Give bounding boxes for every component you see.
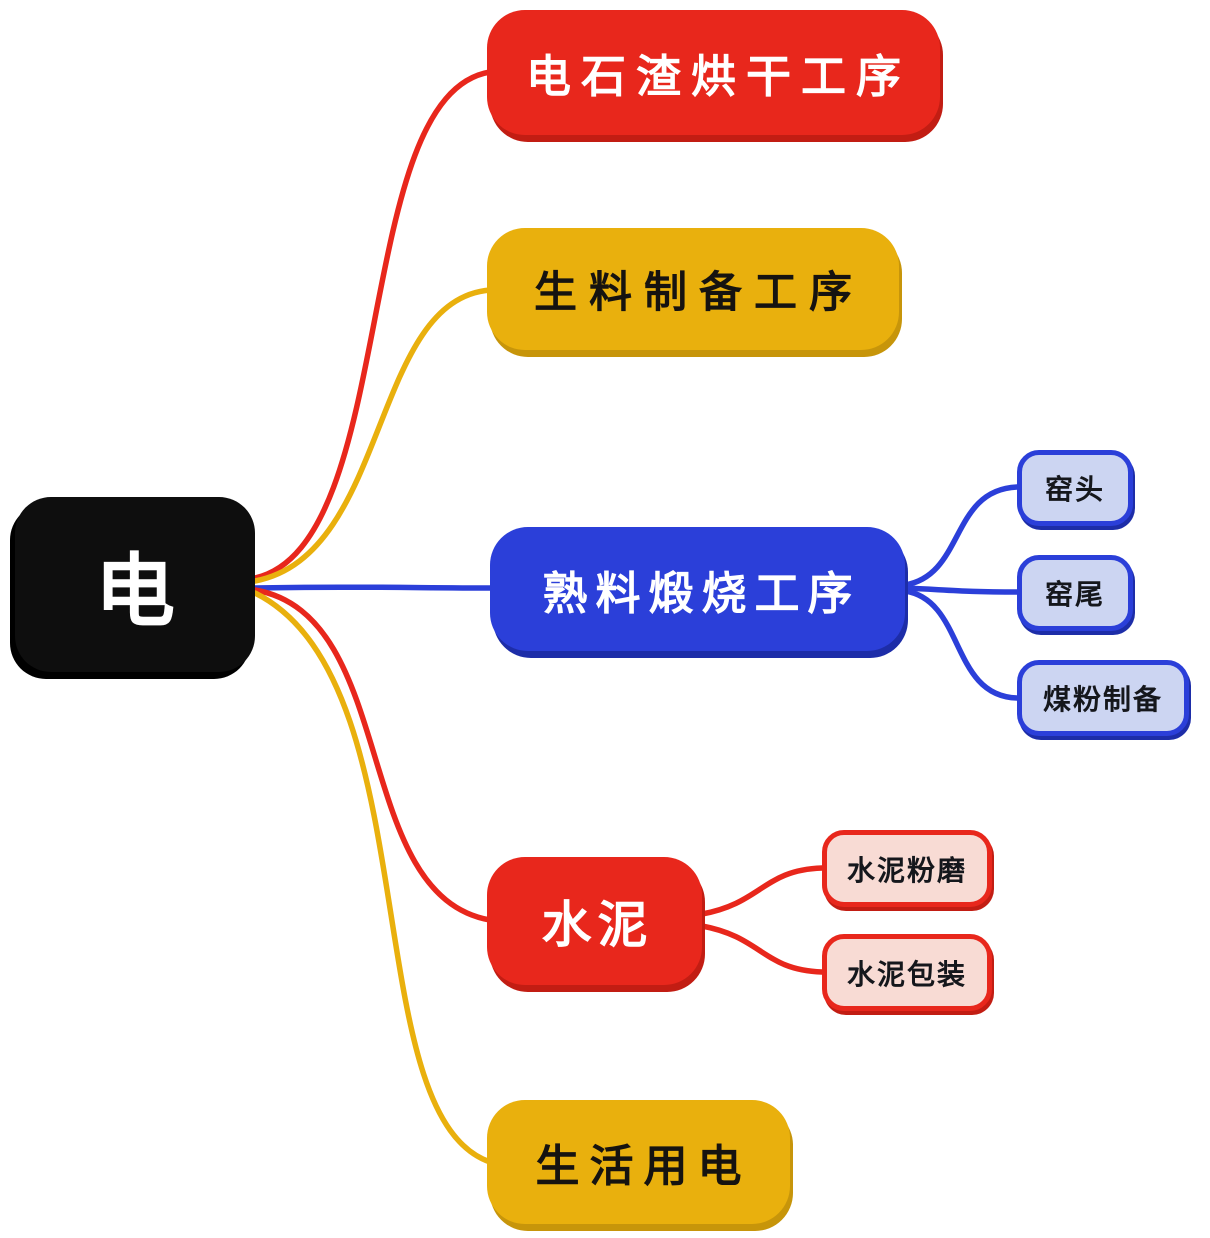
child-label: 煤粉制备 xyxy=(1042,683,1163,716)
child-label: 窑尾 xyxy=(1044,578,1105,611)
edge-shuini-to-fenmo xyxy=(699,865,825,917)
edge-root-to-shenghuo xyxy=(252,590,493,1165)
child-node-kiln-tail: 窑尾 xyxy=(1017,555,1133,631)
branch-label: 生料制备工序 xyxy=(534,268,864,318)
child-label: 窑头 xyxy=(1044,473,1105,506)
edge-root-to-shuini xyxy=(252,587,493,923)
branch-label: 熟料煅烧工序 xyxy=(542,566,861,620)
child-node-cement-packaging: 水泥包装 xyxy=(822,934,992,1011)
root-node-electricity: 电 xyxy=(15,497,255,672)
branch-label: 电石渣烘干工序 xyxy=(525,50,911,103)
branch-node-cement: 水泥 xyxy=(487,857,702,985)
child-node-kiln-head: 窑头 xyxy=(1017,450,1133,526)
edge-root-to-shengliao xyxy=(252,287,493,584)
edge-shuini-to-baozhuang xyxy=(699,923,825,975)
edge-shuliao-to-meifen xyxy=(902,588,1020,701)
edge-root-to-shuliao xyxy=(252,584,495,591)
branch-label: 水泥 xyxy=(541,896,654,954)
branch-node-domestic-electricity: 生活用电 xyxy=(487,1100,790,1224)
edge-shuliao-to-yaotou xyxy=(902,484,1020,588)
edge-root-to-dianshizha xyxy=(252,69,493,581)
branch-node-raw-meal-preparation: 生料制备工序 xyxy=(487,228,899,350)
child-node-coal-powder-preparation: 煤粉制备 xyxy=(1017,660,1189,736)
child-label: 水泥包装 xyxy=(846,957,967,991)
edge-shuliao-to-yaowei xyxy=(902,585,1020,595)
branch-node-clinker-calcination: 熟料煅烧工序 xyxy=(490,527,905,651)
child-label: 水泥粉磨 xyxy=(846,853,967,887)
branch-node-carbide-slag-drying: 电石渣烘干工序 xyxy=(487,10,940,135)
branch-label: 生活用电 xyxy=(535,1141,752,1192)
root-node-label: 电 xyxy=(95,544,175,638)
child-node-cement-grinding: 水泥粉磨 xyxy=(822,830,992,907)
